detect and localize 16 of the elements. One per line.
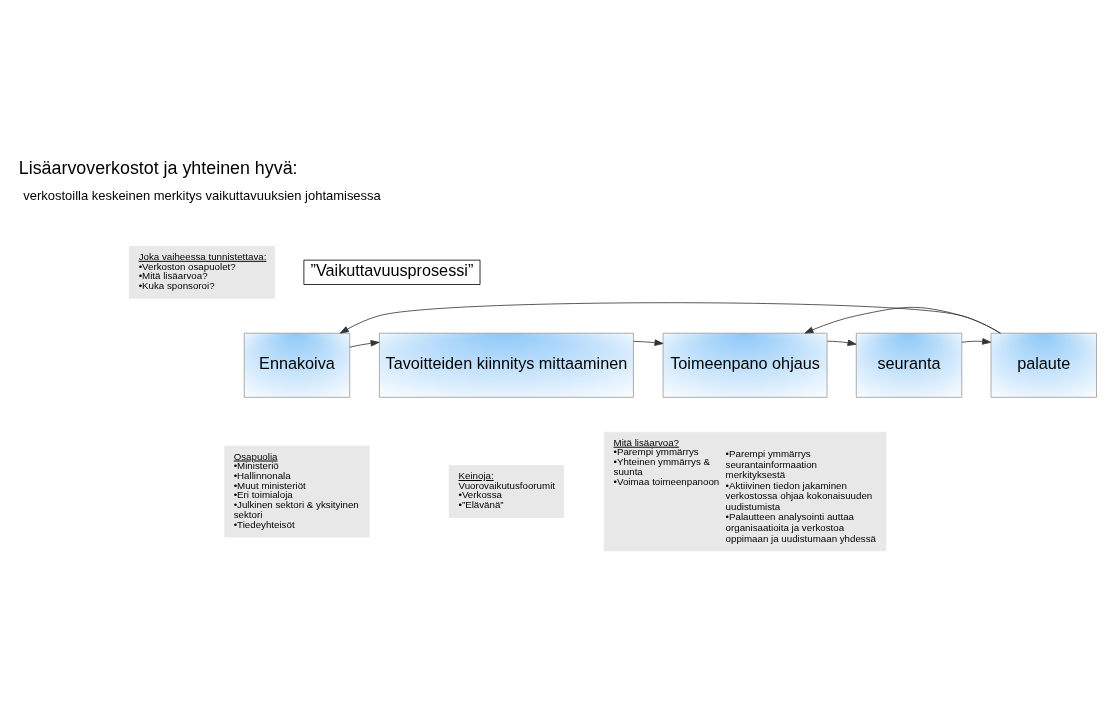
arrow — [339, 301, 1001, 334]
diagram-title: Lisäarvoverkostot ja yhteinen hyvä: — [18, 157, 298, 178]
node-box: ”Vaikuttavuusprosessi” — [303, 259, 481, 285]
node-box: seuranta — [855, 332, 963, 398]
label: verkostoilla keskeinen merkitys vaikuttavuuksien johtamisessa — [23, 187, 381, 203]
arrow — [349, 339, 380, 348]
node-box: Ennakoiva — [243, 332, 351, 398]
node-box: Keinoja: Vuorovaikutusfoorumit •Verkossa •”Elävänä” — [448, 464, 565, 518]
node-box: Toimeenpano ohjaus — [662, 332, 828, 398]
arrow — [961, 337, 992, 345]
node-box: palaute — [990, 332, 1097, 398]
arrow — [826, 339, 857, 346]
arrow — [633, 338, 664, 346]
node-box: Joka vaiheessa tunnistettava: •Verkoston osapuolet? •Mitä lisäarvoa? •Kuka sponsoroi? — [128, 245, 276, 299]
node-box: Tavoitteiden kiinnitys mittaaminen — [378, 332, 634, 398]
arrow — [804, 306, 1001, 334]
